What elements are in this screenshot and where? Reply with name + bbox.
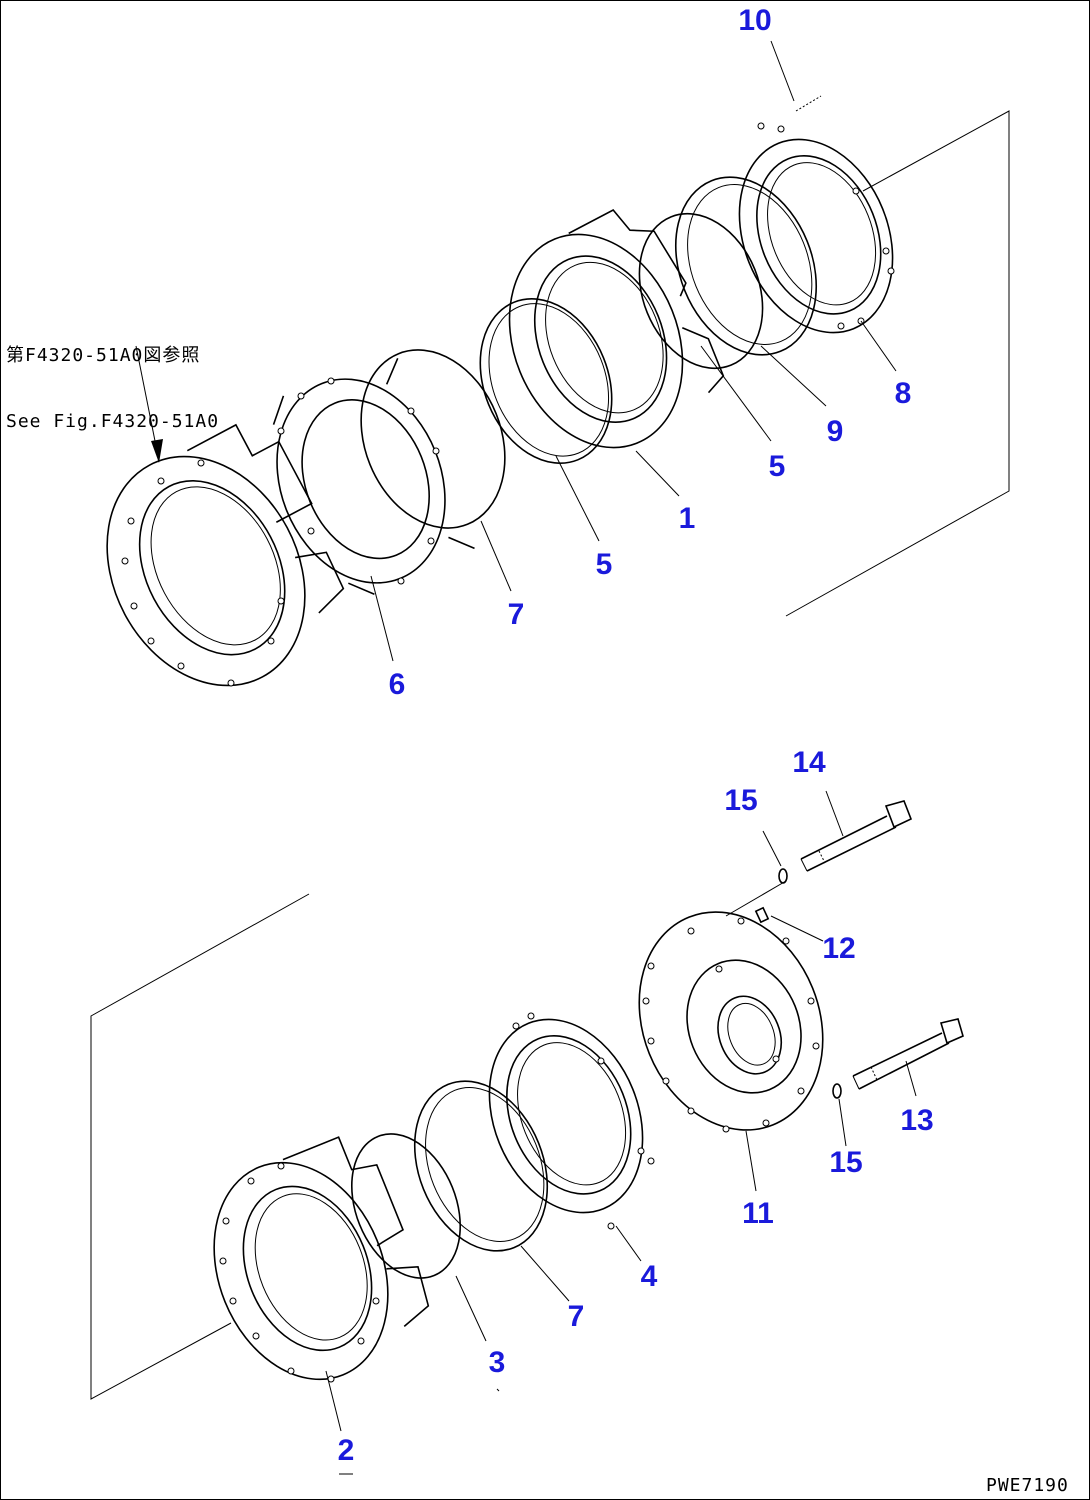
part-8-plate bbox=[738, 138, 894, 334]
lower-plane-outline bbox=[90, 893, 310, 1400]
callout-11[interactable]: 11 bbox=[742, 1197, 774, 1230]
callout-12[interactable]: 12 bbox=[822, 932, 856, 965]
part-5-ring-left bbox=[479, 298, 613, 464]
callout-8[interactable]: 8 bbox=[894, 377, 912, 410]
callout-10[interactable]: 10 bbox=[738, 4, 772, 37]
part-7-ring-lower bbox=[413, 1080, 549, 1252]
callout-1[interactable]: 1 bbox=[678, 502, 696, 535]
part-3-ring bbox=[350, 1133, 462, 1279]
part-6-holes bbox=[277, 377, 440, 585]
reference-note-en: See Fig.F4320-51A0 bbox=[6, 411, 220, 432]
part-4-holes bbox=[512, 1012, 655, 1230]
part-10-pin bbox=[795, 95, 822, 112]
part-7-ring-upper bbox=[360, 349, 506, 529]
callout-14[interactable]: 14 bbox=[792, 746, 826, 779]
part-15-washer-lower bbox=[832, 1083, 842, 1099]
callout-13[interactable]: 13 bbox=[900, 1104, 934, 1137]
drawing-code: PWE7190 bbox=[986, 1475, 1069, 1496]
callout-2[interactable]: 2 bbox=[337, 1434, 355, 1467]
reference-housing-holes bbox=[121, 459, 285, 687]
part-9-ring bbox=[674, 176, 818, 356]
callout-4[interactable]: 4 bbox=[640, 1260, 658, 1293]
part-8-holes bbox=[757, 122, 895, 330]
part-11-holes bbox=[642, 917, 820, 1133]
part-6-plate bbox=[272, 358, 475, 595]
callout-7-lower[interactable]: 7 bbox=[567, 1300, 585, 1333]
upper-plane-outline bbox=[785, 110, 1010, 617]
callout-3[interactable]: 3 bbox=[488, 1346, 506, 1379]
part-14-bolt bbox=[800, 800, 913, 872]
lower-leader-lines bbox=[325, 790, 917, 1475]
callout-7-upper[interactable]: 7 bbox=[507, 598, 525, 631]
upper-leader-lines bbox=[370, 40, 897, 662]
part-12-pin bbox=[754, 906, 770, 924]
callout-5-left[interactable]: 5 bbox=[595, 548, 613, 581]
callout-9[interactable]: 9 bbox=[826, 415, 844, 448]
part-2-housing bbox=[213, 1136, 430, 1381]
part-4-plate bbox=[488, 1018, 644, 1214]
part-2-holes bbox=[219, 1162, 380, 1383]
part-11-cover bbox=[638, 911, 824, 1131]
part-5-ring-right bbox=[638, 212, 764, 370]
reference-arrow-head bbox=[151, 439, 163, 463]
part-1-body bbox=[508, 209, 725, 449]
reference-note: 第F4320-51A0図参照 See Fig.F4320-51A0 bbox=[6, 301, 219, 455]
reference-note-jp: 第F4320-51A0図参照 bbox=[6, 345, 201, 366]
callout-15-upper[interactable]: 15 bbox=[724, 784, 758, 817]
part-13-bolt bbox=[852, 1018, 964, 1090]
callout-5-right[interactable]: 5 bbox=[768, 450, 786, 483]
callout-15-lower[interactable]: 15 bbox=[829, 1146, 863, 1179]
callout-6[interactable]: 6 bbox=[388, 668, 406, 701]
